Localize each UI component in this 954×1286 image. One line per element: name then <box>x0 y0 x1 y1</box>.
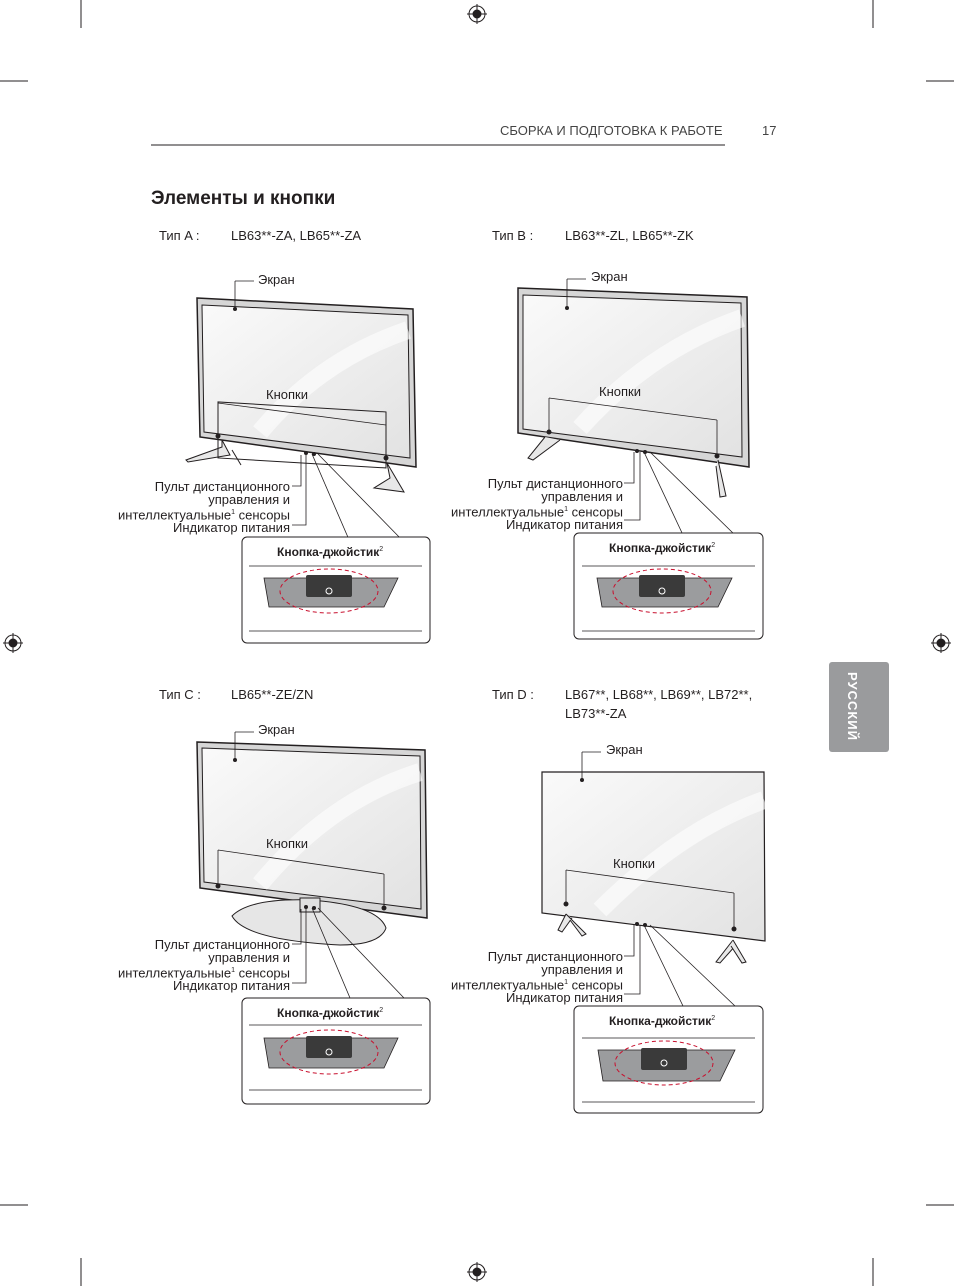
page-number: 17 <box>762 123 777 138</box>
type-d-models: LB67**, LB68**, LB69**, LB72**, <box>565 687 753 702</box>
tv-type-d <box>541 751 768 1007</box>
label-buttons-c: Кнопки <box>266 836 308 851</box>
type-d-label: Тип D : <box>492 687 534 702</box>
tv-type-b-callouts <box>548 278 736 536</box>
registration-mark-left <box>3 633 23 653</box>
label-screen-d: Экран <box>606 742 643 757</box>
type-c-label: Тип C : <box>159 687 201 702</box>
page-title: Элементы и кнопки <box>151 188 336 209</box>
joystick-title-d: Кнопка-джойстик2 <box>609 1014 716 1028</box>
label-buttons-b: Кнопки <box>599 384 641 399</box>
running-header: СБОРКА И ПОДГОТОВКА К РАБОТЕ <box>500 123 723 138</box>
tv-type-a <box>185 280 417 543</box>
joystick-title-b: Кнопка-джойстик2 <box>609 541 716 555</box>
tv-type-c <box>196 731 428 999</box>
type-a-models: LB63**-ZA, LB65**-ZA <box>231 228 362 243</box>
registration-mark-bottom <box>467 1262 487 1282</box>
joystick-panel-c <box>241 997 431 1105</box>
label-screen-b: Экран <box>591 269 628 284</box>
type-a-label: Тип A : <box>159 228 200 243</box>
label-buttons-d: Кнопки <box>613 856 655 871</box>
tv-type-a-callouts <box>217 280 405 543</box>
joystick-panel-b <box>573 532 764 640</box>
joystick-title-a: Кнопка-джойстик2 <box>277 545 384 559</box>
language-tab-label: РУССКИЙ <box>845 672 860 741</box>
tv-type-b <box>517 278 750 536</box>
joystick-title-c: Кнопка-джойстик2 <box>277 1006 384 1020</box>
registration-mark-top <box>467 4 487 24</box>
joystick-panel-a <box>241 536 431 644</box>
type-c-models: LB65**-ZE/ZN <box>231 687 314 702</box>
label-remote-b: Пульт дистанционного управления и интелл… <box>451 476 623 533</box>
language-tab: РУССКИЙ <box>829 662 889 752</box>
label-remote-d: Пульт дистанционного управления и интелл… <box>451 949 623 1006</box>
type-b-label: Тип B : <box>492 228 534 243</box>
label-screen-a: Экран <box>258 272 295 287</box>
registration-mark-right <box>931 633 951 653</box>
type-d-models-line2: LB73**-ZA <box>565 706 627 721</box>
label-buttons-a: Кнопки <box>266 387 308 402</box>
label-remote-c: Пульт дистанционного управления и интелл… <box>118 937 290 994</box>
label-screen-c: Экран <box>258 722 295 737</box>
joystick-panel-d <box>573 1005 764 1114</box>
tv-type-c-callouts <box>217 731 405 999</box>
label-remote-a: Пульт дистанционного управления и интелл… <box>118 479 290 536</box>
type-b-models: LB63**-ZL, LB65**-ZK <box>565 228 694 243</box>
tv-type-d-callouts <box>565 751 736 1007</box>
